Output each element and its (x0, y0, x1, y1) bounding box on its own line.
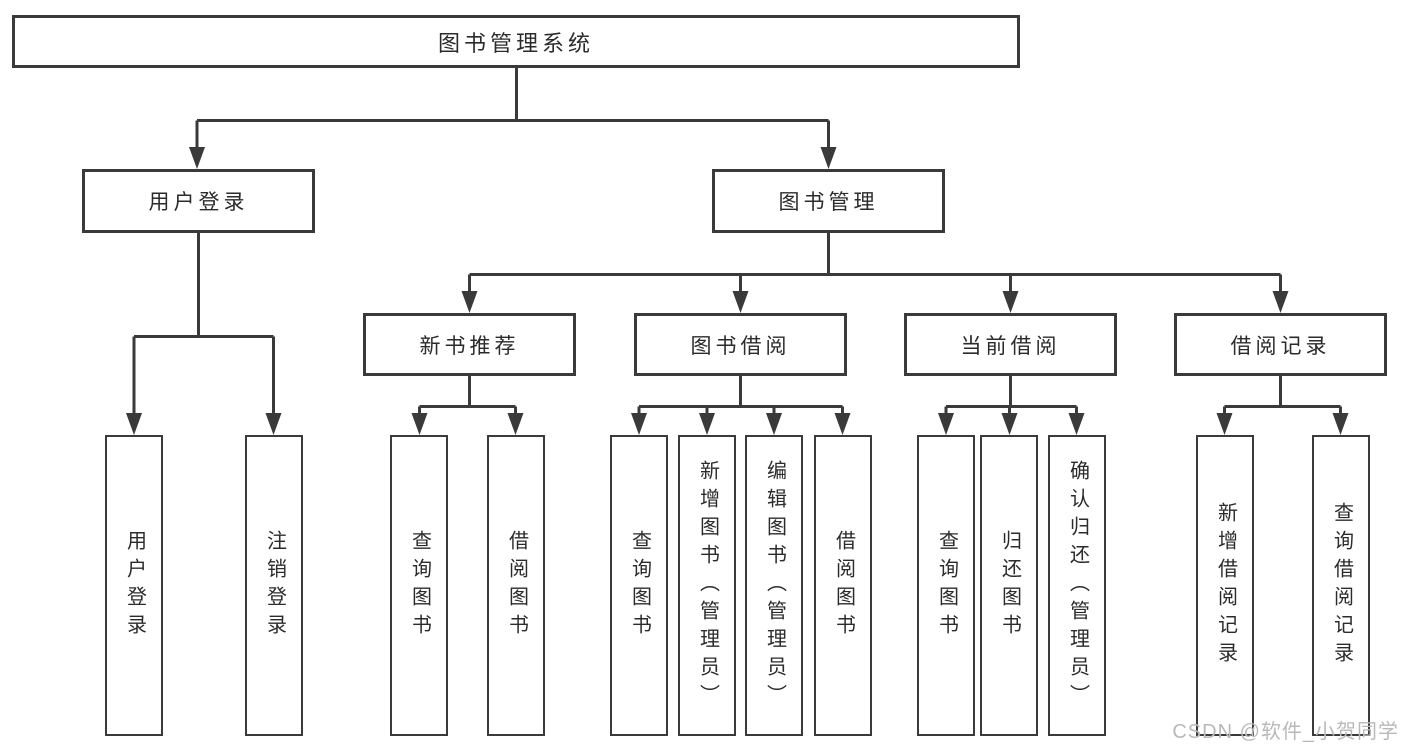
leaf-edit-book-admin: 编辑图书（管理员） (745, 435, 803, 736)
node-current-borrow: 当前借阅 (904, 313, 1117, 376)
node-current-borrow-label: 当前借阅 (960, 334, 1061, 358)
node-new-book-recommend-label: 新书推荐 (419, 334, 520, 358)
arrowhead-leaf-borrow-books-1 (507, 413, 524, 435)
node-borrow-records-label: 借阅记录 (1230, 334, 1331, 358)
leaf-user-login-label: 用户登录 (123, 529, 146, 642)
arrowhead-current-borrow (1002, 291, 1019, 313)
leaf-query-books-1: 查询图书 (390, 435, 448, 736)
node-root-label: 图书管理系统 (437, 30, 594, 56)
csdn-watermark: CSDN @软件_小贺同学 (1172, 721, 1399, 743)
node-root: 图书管理系统 (12, 15, 1020, 68)
node-user-login: 用户登录 (82, 169, 315, 233)
leaf-edit-book-admin-label: 编辑图书（管理员） (763, 459, 786, 712)
node-borrow-records: 借阅记录 (1174, 313, 1387, 376)
node-book-management-label: 图书管理 (778, 191, 879, 214)
leaf-borrow-books-1-label: 借阅图书 (505, 529, 528, 642)
leaf-borrow-books-2: 借阅图书 (814, 435, 872, 736)
leaf-query-books-1-label: 查询图书 (408, 529, 431, 642)
leaf-query-borrow-record: 查询借阅记录 (1312, 435, 1370, 736)
arrowhead-leaf-edit-book (766, 413, 782, 435)
connector-book-borrow-to-leaves (637, 376, 844, 414)
arrowhead-leaf-logout (265, 413, 282, 435)
leaf-add-book-admin: 新增图书（管理员） (678, 435, 736, 736)
arrowhead-book-management (820, 147, 837, 169)
leaf-add-borrow-record-label: 新增借阅记录 (1214, 501, 1237, 670)
arrowhead-leaf-add-book (699, 413, 715, 435)
node-user-login-label: 用户登录 (148, 191, 249, 214)
arrowhead-book-borrow (732, 291, 749, 313)
arrowhead-leaf-borrow-books-2 (834, 413, 851, 435)
leaf-add-borrow-record: 新增借阅记录 (1196, 435, 1254, 736)
leaf-return-book: 归还图书 (980, 435, 1038, 736)
arrowhead-user-login (189, 147, 205, 169)
node-book-management: 图书管理 (712, 169, 945, 233)
leaf-query-books-3-label: 查询图书 (935, 529, 958, 642)
leaf-return-book-label: 归还图书 (998, 529, 1021, 642)
arrowhead-leaf-query-books-1 (411, 413, 428, 435)
leaf-query-books-2-label: 查询图书 (628, 529, 651, 642)
connector-new-book-recommend-to-leaves (418, 376, 517, 414)
arrowhead-leaf-query-books-2 (631, 413, 647, 435)
connector-user-login-to-leaves (132, 233, 275, 414)
connector-current-borrow-to-leaves (944, 376, 1078, 414)
node-book-borrow: 图书借阅 (634, 313, 847, 376)
arrowhead-leaf-return-book (1001, 413, 1018, 435)
connector-book-management-to-level2 (468, 233, 1282, 292)
arrowhead-new-book-recommend (461, 291, 478, 313)
arrowhead-leaf-user-login (126, 413, 142, 435)
leaf-user-login: 用户登录 (105, 435, 163, 736)
arrowhead-leaf-add-borrow-record (1216, 413, 1233, 435)
leaf-query-books-2: 查询图书 (610, 435, 668, 736)
connector-borrow-records-to-leaves (1223, 376, 1342, 414)
arrowhead-borrow-records (1272, 291, 1289, 313)
leaf-logout-label: 注销登录 (263, 529, 286, 642)
node-book-borrow-label: 图书借阅 (690, 334, 791, 358)
arrowhead-leaf-confirm-return (1068, 413, 1085, 435)
node-new-book-recommend: 新书推荐 (363, 313, 576, 376)
leaf-add-book-admin-label: 新增图书（管理员） (696, 459, 719, 712)
leaf-borrow-books-2-label: 借阅图书 (832, 529, 855, 642)
leaf-borrow-books-1: 借阅图书 (487, 435, 545, 736)
leaf-query-books-3: 查询图书 (917, 435, 975, 736)
leaf-confirm-return-admin: 确认归还（管理员） (1048, 435, 1106, 736)
arrowhead-leaf-query-borrow-record (1332, 413, 1349, 435)
leaf-query-borrow-record-label: 查询借阅记录 (1330, 501, 1353, 670)
leaf-logout: 注销登录 (245, 435, 303, 736)
connector-root-to-level1 (195, 68, 830, 149)
leaf-confirm-return-admin-label: 确认归还（管理员） (1066, 459, 1089, 712)
arrowhead-leaf-query-books-3 (938, 413, 954, 435)
